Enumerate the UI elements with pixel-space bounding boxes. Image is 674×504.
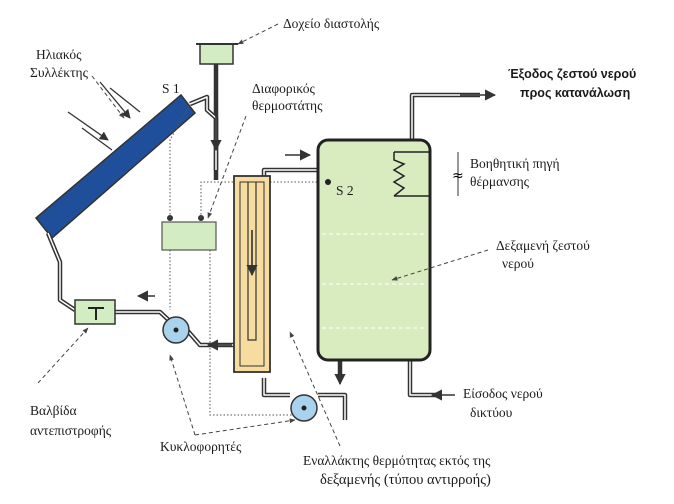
sensor-dot-icon	[325, 179, 331, 185]
label-hot-water-out: προς κατανάλωση	[520, 86, 631, 100]
label-mains-in: δικτύου	[470, 405, 513, 420]
label-mains-in: Είσοδος νερού	[463, 386, 543, 401]
ray-arrow-icon	[109, 87, 141, 113]
label-sensor-s1: S 1	[162, 81, 180, 96]
approx-icon: ≈	[452, 168, 464, 184]
label-aux-heating: θέρμανσης	[470, 174, 529, 189]
sun-rays	[67, 81, 141, 151]
ray-arrow-icon	[81, 127, 113, 151]
label-aux-heating: Βοηθητική πηγή	[470, 156, 560, 171]
label-hot-water-tank: Δεξαμενή ζεστού	[496, 238, 590, 253]
label-heat-exchanger: Εναλλάκτης θερμότητας εκτός της	[303, 453, 491, 468]
coil-icon	[392, 151, 430, 197]
label-heat-exchanger: δεξαμενής (τύπου αντιρροής)	[320, 472, 491, 488]
pump-icon	[290, 394, 318, 422]
control-wires	[169, 103, 330, 416]
label-check-valve: Βαλβίδα	[30, 403, 77, 418]
check-valve	[74, 299, 116, 325]
leader-lines	[37, 23, 489, 447]
pipe-inner	[47, 94, 480, 420]
label-expansion-tank: Δοχείο διαστολής	[283, 16, 380, 31]
ray-arrow-icon	[67, 111, 109, 141]
collector-panel	[34, 93, 197, 240]
label-sensor-s2: S 2	[336, 183, 354, 198]
differential-thermostat-box	[161, 221, 217, 251]
label-circulators: Κυκλοφορητές	[160, 439, 242, 454]
solar-collector	[34, 93, 197, 240]
heat-exchanger	[233, 175, 271, 373]
pump-icon	[162, 316, 190, 344]
ray-arrow-icon	[99, 81, 131, 119]
label-differential-thermostat: Διαφορικός	[252, 81, 315, 96]
label-solar-collector: Ηλιακός	[36, 47, 82, 62]
label-check-valve: αντεπιστροφής	[30, 423, 112, 438]
label-hot-water-tank: νερού	[502, 256, 534, 271]
label-solar-collector: Συλλέκτης	[30, 65, 88, 80]
expansion-tank	[199, 43, 234, 65]
flow-arrows	[136, 89, 497, 401]
hot-water-tank	[316, 138, 432, 362]
label-differential-thermostat: θερμοστάτης	[252, 98, 323, 113]
label-hot-water-out: Έξοδος ζεστού νερού	[508, 67, 637, 81]
